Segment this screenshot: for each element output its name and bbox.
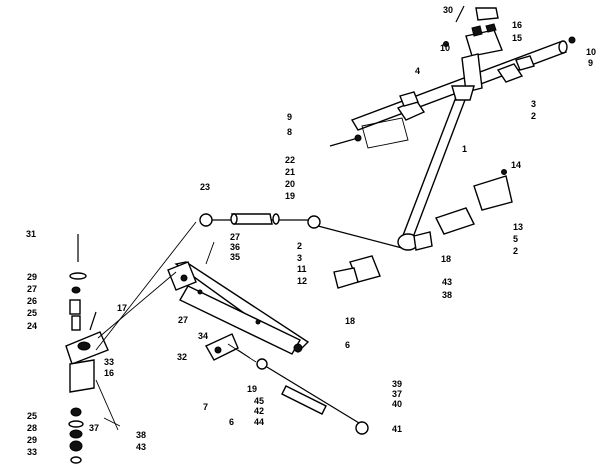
- label: 34: [198, 331, 208, 341]
- label: 29: [27, 272, 37, 282]
- label: 44: [254, 417, 264, 427]
- label: 4: [415, 66, 420, 76]
- nut-10: [443, 41, 449, 47]
- riser-block: [461, 7, 503, 93]
- nut-14: [501, 169, 507, 175]
- label: 8: [287, 127, 292, 137]
- label: 13: [513, 222, 523, 232]
- label: 5: [513, 234, 518, 244]
- label: 37: [89, 423, 99, 433]
- label: 14: [511, 160, 521, 170]
- label: 18: [441, 254, 451, 264]
- label: 43: [136, 442, 146, 452]
- label: 11: [297, 264, 307, 274]
- label: 40: [392, 399, 402, 409]
- label: 2: [297, 241, 302, 251]
- label: 3: [297, 253, 302, 263]
- label: 25: [27, 308, 37, 318]
- label: 29: [27, 435, 37, 445]
- handlebar-clamp-right: [496, 55, 535, 83]
- label: 18: [345, 316, 355, 326]
- label: 17: [117, 303, 127, 313]
- label: 24: [27, 321, 37, 331]
- label: 3: [531, 99, 536, 109]
- label: 42: [254, 406, 264, 416]
- leader-lines: [95, 221, 257, 431]
- steering-arm-3: [333, 255, 381, 289]
- label: 27: [27, 284, 37, 294]
- label: 16: [512, 20, 522, 30]
- label: 10: [440, 43, 450, 53]
- pitman-arm-32: [205, 333, 239, 361]
- label: 30: [443, 5, 453, 15]
- label: 36: [230, 242, 240, 252]
- steering-post: [397, 85, 475, 251]
- upper-tie-rod: [199, 213, 403, 249]
- label: 6: [345, 340, 350, 350]
- label: 15: [512, 33, 522, 43]
- label: 9: [588, 58, 593, 68]
- label: 2: [531, 111, 536, 121]
- label: 7: [203, 402, 208, 412]
- label: 28: [27, 423, 37, 433]
- label: 31: [26, 229, 36, 239]
- label: 25: [27, 411, 37, 421]
- label: 38: [442, 290, 452, 300]
- label: 2: [513, 246, 518, 256]
- cap-screw-30: [455, 5, 465, 23]
- label: 20: [285, 179, 295, 189]
- padded-cover-9: [361, 117, 409, 149]
- label: 27: [230, 232, 240, 242]
- label: 26: [27, 296, 37, 306]
- label: 12: [297, 276, 307, 286]
- label: 38: [136, 430, 146, 440]
- label: 35: [230, 252, 240, 262]
- label: 6: [229, 417, 234, 427]
- label: 10: [586, 47, 596, 57]
- steering-cross-shaft: [167, 261, 310, 355]
- label: 22: [285, 155, 295, 165]
- handlebar-clamp-left: [396, 91, 426, 121]
- label: 27: [178, 315, 188, 325]
- label: 16: [104, 368, 114, 378]
- label: 32: [177, 352, 187, 362]
- left-stack: [65, 234, 109, 464]
- labels: 30 16 10 15 10 9 4 3 2 9 8 1 14 13 5 2 2…: [26, 5, 596, 457]
- label: 1: [462, 144, 467, 154]
- handlebar-bolt-8: [329, 134, 362, 147]
- end-nut: [568, 36, 576, 44]
- lower-tie-rod: [256, 358, 369, 435]
- label: 37: [392, 389, 402, 399]
- label: 21: [285, 167, 295, 177]
- lower-bushing-2: [413, 231, 433, 251]
- label: 33: [104, 357, 114, 367]
- label: 33: [27, 447, 37, 457]
- upper-bushing-13: [435, 175, 513, 235]
- label: 23: [200, 182, 210, 192]
- label: 41: [392, 424, 402, 434]
- label: 43: [442, 277, 452, 287]
- label: 19: [285, 191, 295, 201]
- label: 39: [392, 379, 402, 389]
- label: 45: [254, 396, 264, 406]
- label: 9: [287, 112, 292, 122]
- label: 19: [247, 384, 257, 394]
